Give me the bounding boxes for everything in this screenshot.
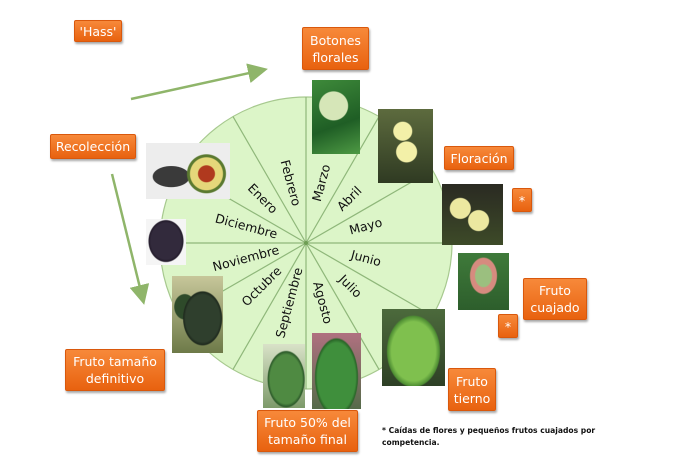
half-size-fruit-photo bbox=[263, 344, 305, 408]
final-size-fruit-photo bbox=[172, 276, 223, 353]
footnote: * Caídas de flores y pequeños frutos cua… bbox=[382, 426, 596, 447]
wheel-spoke bbox=[232, 242, 307, 370]
label-fruto-definitivo: Fruto tamaño definitivo bbox=[65, 349, 165, 391]
cut-avocado-photo bbox=[146, 143, 230, 199]
fruit-set-photo bbox=[458, 253, 509, 310]
label-floracion: Floración bbox=[444, 146, 514, 170]
wheel-spoke bbox=[305, 242, 433, 317]
arrow-to-flower-buds bbox=[130, 63, 268, 101]
wheel-spoke bbox=[232, 116, 307, 244]
open-flower-photo bbox=[442, 184, 503, 245]
wheel-center bbox=[304, 241, 308, 245]
flower-photo bbox=[378, 109, 433, 183]
label-fruto-50: Fruto 50% del tamaño final bbox=[257, 410, 358, 452]
label-botones-florales: Botones florales bbox=[302, 27, 369, 70]
young-fruit-photo bbox=[382, 309, 445, 386]
wheel-spoke bbox=[305, 116, 380, 244]
ripe-avocado-photo bbox=[146, 219, 186, 265]
flower-bud-photo bbox=[312, 80, 360, 154]
label-fruto-tierno: Fruto tierno bbox=[448, 368, 496, 411]
half-size-fruit-photo-2 bbox=[312, 333, 361, 409]
label-asterisk-2: * bbox=[498, 314, 518, 338]
label-asterisk-1: * bbox=[512, 188, 532, 212]
label-recoleccion: Recolección bbox=[50, 134, 136, 159]
wheel-spoke bbox=[305, 242, 380, 370]
label-fruto-cuajado: Fruto cuajado bbox=[523, 278, 587, 320]
arrow-down-harvest bbox=[110, 173, 150, 305]
variety-title: 'Hass' bbox=[74, 20, 122, 42]
